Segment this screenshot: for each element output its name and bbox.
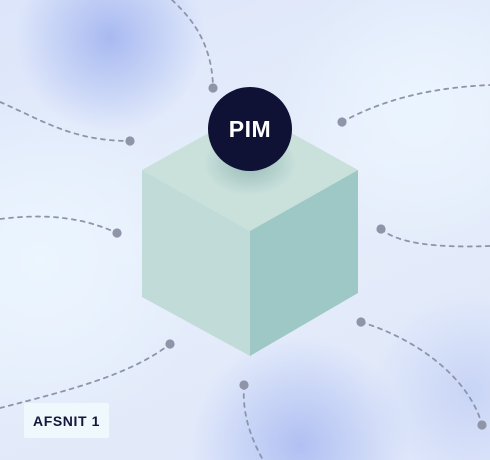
pim-node: PIM	[208, 87, 292, 171]
endpoint-dot	[165, 339, 175, 349]
endpoint-dot	[356, 317, 366, 327]
connector-endpoints	[112, 83, 487, 430]
section-badge-label: AFSNIT 1	[33, 412, 101, 429]
cube-left-face	[142, 170, 250, 356]
cube-right-face	[250, 170, 358, 356]
connector-upper-left	[0, 101, 131, 142]
endpoint-dot	[112, 228, 122, 238]
connector-upper-right	[341, 84, 490, 123]
connector-top	[171, 0, 214, 88]
connector-lower-right	[360, 321, 483, 426]
endpoint-dot	[337, 117, 347, 127]
connector-right	[380, 228, 490, 248]
pim-node-circle	[208, 87, 292, 171]
endpoint-dot	[477, 420, 487, 430]
endpoint-dot	[125, 136, 135, 146]
endpoint-dot	[208, 83, 218, 93]
connector-bottom	[242, 384, 264, 460]
endpoint-dot	[376, 224, 386, 234]
pim-node-label: PIM	[229, 116, 271, 142]
connector-left	[0, 215, 118, 234]
endpoint-dot	[239, 380, 249, 390]
section-badge: AFSNIT 1	[24, 403, 110, 438]
connector-lower-left	[0, 343, 171, 409]
